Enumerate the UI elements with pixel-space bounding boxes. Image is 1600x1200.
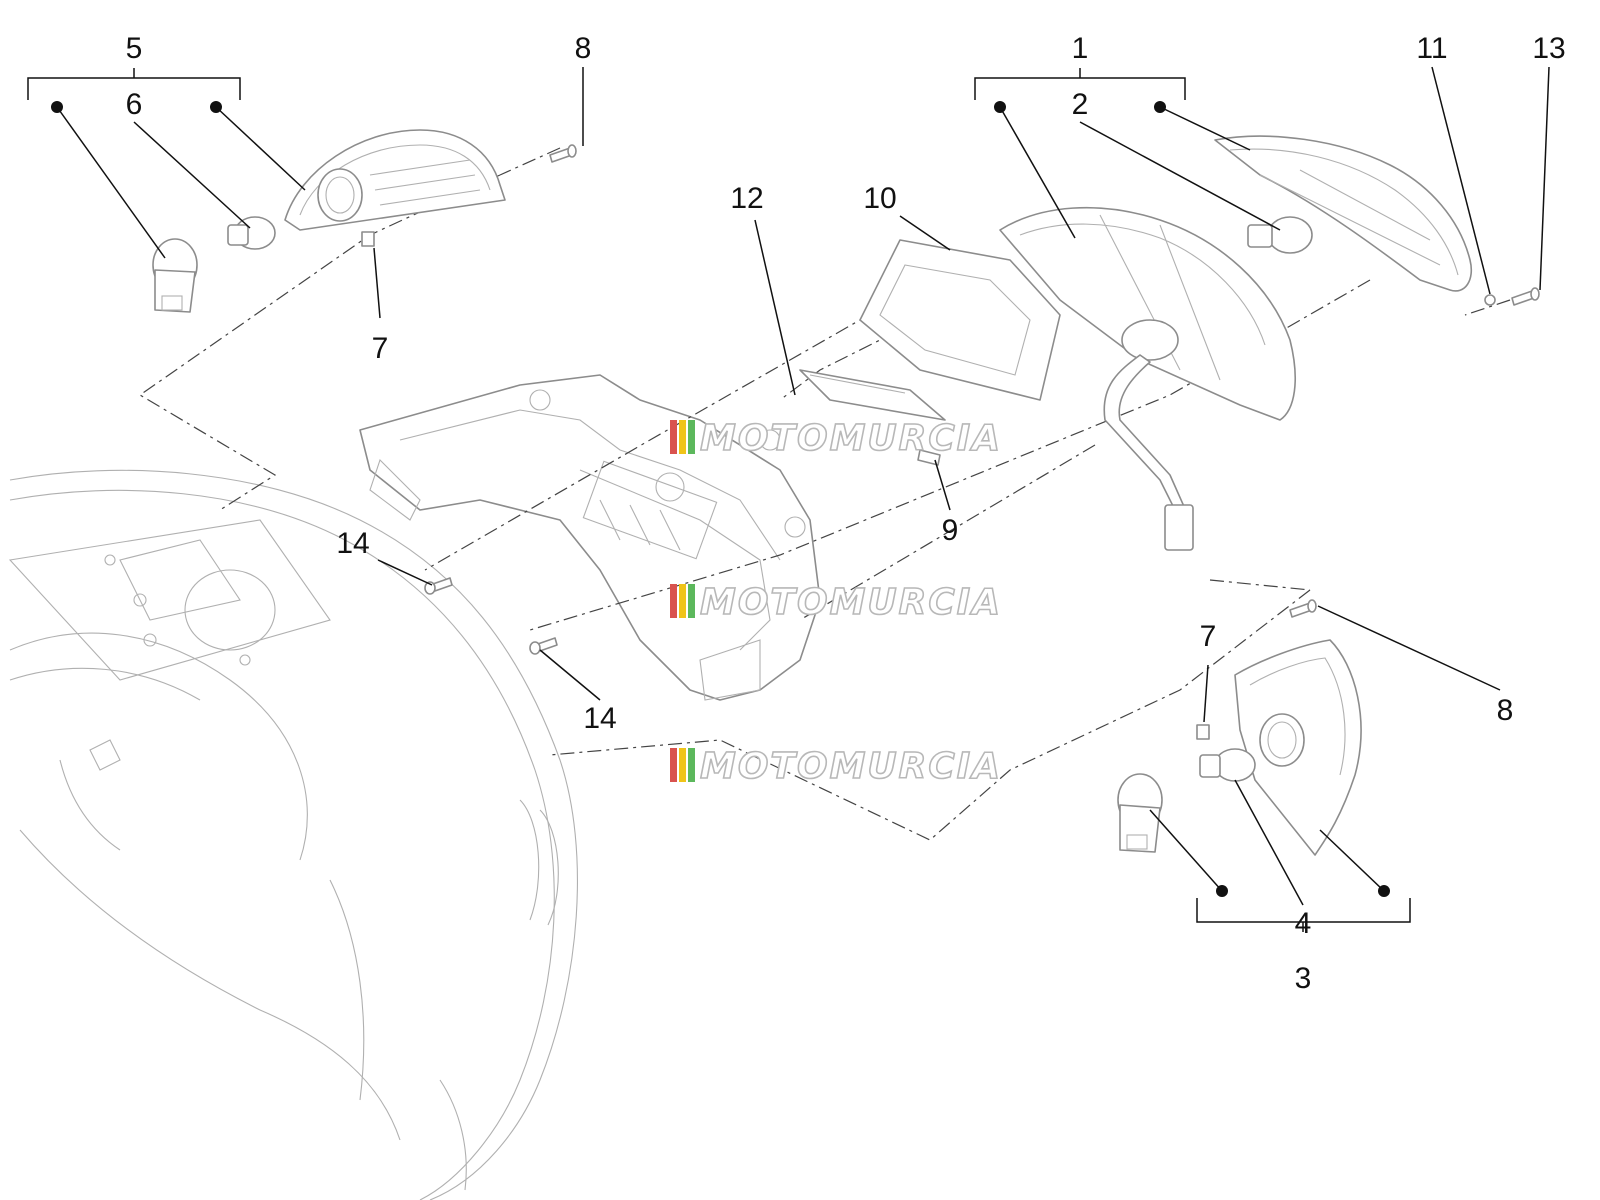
leader-lines bbox=[56, 66, 1550, 906]
screw-8-top bbox=[549, 144, 577, 163]
screw-14-bottom bbox=[529, 637, 558, 655]
watermark-stripe-yellow bbox=[679, 748, 686, 782]
screw-14-left bbox=[424, 577, 453, 595]
callout-5: 5 bbox=[126, 32, 143, 65]
callout-12: 12 bbox=[730, 182, 763, 215]
left-turn-indicator-lens bbox=[284, 129, 506, 231]
callout-labels: 5 6 8 7 1 2 11 13 12 10 9 14 14 7 8 4 3 bbox=[126, 32, 1566, 995]
callout-10: 10 bbox=[863, 182, 896, 215]
watermark-text: MOTOMURCIA bbox=[700, 418, 1002, 459]
right-turn-indicator-lens bbox=[1234, 639, 1362, 856]
watermark-text: MOTOMURCIA bbox=[700, 746, 1002, 787]
callout-2: 2 bbox=[1072, 88, 1089, 121]
right-bulb-socket bbox=[1117, 773, 1163, 853]
left-clip-7 bbox=[361, 231, 375, 247]
scooter-rear-body bbox=[8, 469, 578, 1200]
callout-7-left: 7 bbox=[372, 332, 389, 365]
callout-7-right: 7 bbox=[1200, 620, 1217, 653]
washer-11 bbox=[1484, 294, 1496, 306]
watermark-stripe-green bbox=[688, 584, 695, 618]
license-light-lens-12 bbox=[799, 369, 946, 421]
callout-14-left: 14 bbox=[336, 527, 369, 560]
left-bulb-socket bbox=[152, 238, 198, 313]
screw-13 bbox=[1511, 287, 1540, 306]
callout-1: 1 bbox=[1072, 32, 1089, 65]
license-light-frame-10 bbox=[859, 239, 1061, 401]
watermark-2: MOTOMURCIA bbox=[670, 581, 1002, 624]
right-turn-bulb-4 bbox=[1199, 748, 1256, 782]
callout-3: 3 bbox=[1295, 962, 1312, 995]
callout-6: 6 bbox=[126, 88, 143, 121]
right-clip-7 bbox=[1196, 724, 1210, 740]
left-turn-bulb bbox=[227, 216, 276, 250]
tail-light-lens bbox=[1214, 135, 1472, 292]
watermark-3: MOTOMURCIA bbox=[670, 745, 1002, 788]
watermark-stripe-red bbox=[670, 748, 677, 782]
callout-8-top: 8 bbox=[575, 32, 592, 65]
tail-bulb-2 bbox=[1247, 216, 1313, 254]
watermark-1: MOTOMURCIA bbox=[670, 417, 1002, 460]
callout-13: 13 bbox=[1532, 32, 1565, 65]
watermark-stripe-red bbox=[670, 584, 677, 618]
callout-8-right: 8 bbox=[1497, 694, 1514, 727]
watermark-stripe-green bbox=[688, 420, 695, 454]
tail-light-housing bbox=[999, 206, 1296, 551]
license-bulb-9 bbox=[917, 449, 941, 466]
watermark-stripe-red bbox=[670, 420, 677, 454]
callout-9: 9 bbox=[942, 514, 959, 547]
callout-11: 11 bbox=[1416, 32, 1447, 65]
watermark-stripe-green bbox=[688, 748, 695, 782]
callout-4: 4 bbox=[1295, 907, 1312, 940]
watermark-text: MOTOMURCIA bbox=[700, 582, 1002, 623]
watermark-stripe-yellow bbox=[679, 584, 686, 618]
tail-light-support bbox=[359, 374, 821, 701]
watermark-stripe-yellow bbox=[679, 420, 686, 454]
screw-8-right bbox=[1289, 599, 1317, 618]
callout-14-bottom: 14 bbox=[583, 702, 616, 735]
